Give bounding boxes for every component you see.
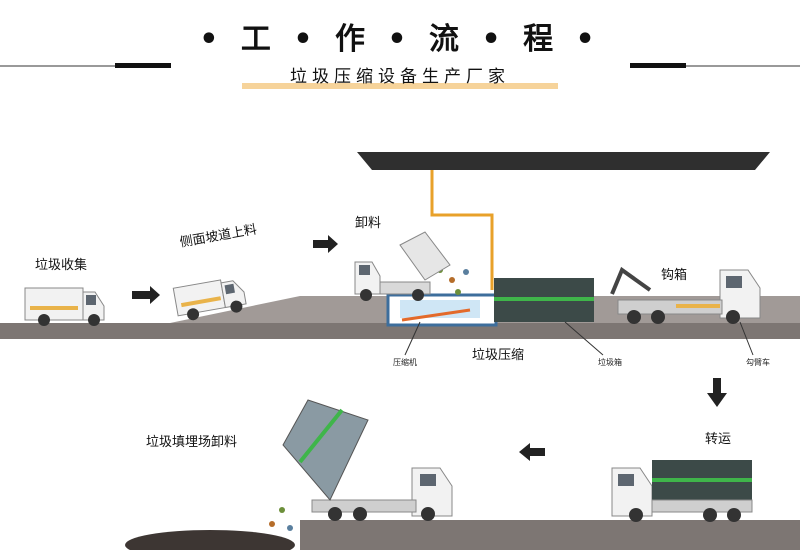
- compressor-ram: [401, 308, 471, 322]
- collection-truck-window: [86, 295, 96, 305]
- unloading-truck-wheel: [360, 289, 372, 301]
- landfill-truck-wheel: [421, 507, 435, 521]
- landfill-truck: [282, 399, 453, 521]
- garbage-particle: [279, 507, 285, 513]
- unloading-truck-tipped-box: [399, 231, 451, 281]
- landfill-truck-wheel: [353, 507, 367, 521]
- step-label-landfill: 垃圾填埋场卸料: [146, 435, 238, 450]
- lower-ground: [300, 520, 800, 550]
- page-title: • 工 • 作 • 流 • 程 •: [199, 22, 601, 57]
- hook-arm: [610, 266, 652, 295]
- garbage-particle: [463, 269, 469, 275]
- transport-truck-window: [618, 474, 634, 486]
- hook-truck-wheel: [726, 310, 740, 324]
- landfill-truck-bin-stripe: [298, 408, 344, 464]
- lift-pipe: [430, 170, 494, 290]
- ramp-truck-window: [224, 283, 235, 295]
- arrow-left-icon: [519, 443, 545, 461]
- transport-truck-wheel: [703, 508, 717, 522]
- transport-truck: [611, 460, 753, 522]
- arrow-right-icon: [313, 235, 338, 253]
- compactor-bin-stripe: [494, 297, 594, 301]
- ramp-truck: [172, 279, 247, 321]
- landfill-truck-window: [420, 474, 436, 486]
- garbage-particle: [455, 289, 461, 295]
- garbage-particle: [449, 277, 455, 283]
- left-divider-accent: [115, 63, 171, 68]
- leader-compressor: [404, 321, 421, 356]
- ramp-truck-stripe: [180, 296, 222, 308]
- hook-arm-truck: [610, 266, 761, 324]
- step-label-collect: 垃圾收集: [35, 258, 88, 273]
- part-label-hook-truck: 勾臂车: [746, 358, 770, 367]
- transport-truck-wheel: [727, 508, 741, 522]
- hook-truck-stripe: [676, 304, 720, 308]
- landfill-truck-wheel: [328, 507, 342, 521]
- hook-truck-chassis: [617, 299, 723, 315]
- station-roof: [357, 152, 770, 170]
- subtitle: 垃圾压缩设备生产厂家: [290, 67, 510, 87]
- compressor-hopper: [400, 300, 480, 318]
- collection-truck: [24, 287, 105, 326]
- arrow-right-icon: [132, 286, 160, 304]
- transport-truck-bin-stripe: [652, 478, 752, 482]
- garbage-particle: [287, 525, 293, 531]
- collection-truck-stripe: [30, 306, 78, 310]
- landfill-mound: [125, 530, 295, 550]
- unloading-truck: [354, 231, 451, 301]
- upper-ground-strip: [0, 323, 800, 339]
- unloading-truck-window: [359, 265, 370, 275]
- garbage-particle: [269, 521, 275, 527]
- right-divider-accent: [630, 63, 686, 68]
- hook-truck-wheel: [627, 310, 641, 324]
- transport-truck-wheel: [629, 508, 643, 522]
- part-label-compressor: 压缩机: [393, 358, 417, 367]
- leader-hook-truck: [739, 321, 754, 356]
- subtitle-highlight: [242, 83, 558, 89]
- collection-truck-box: [24, 287, 84, 321]
- step-label-unload: 卸料: [355, 216, 382, 231]
- leader-bin: [564, 321, 604, 356]
- hook-truck-wheel: [651, 310, 665, 324]
- unloading-truck-wheel: [412, 289, 424, 301]
- hook-truck-window: [726, 276, 742, 288]
- arrow-down-icon: [707, 378, 727, 407]
- step-label-hook: 钩箱: [661, 268, 688, 283]
- transport-truck-chassis: [651, 499, 753, 513]
- collection-truck-wheel: [38, 314, 50, 326]
- ramp-truck-wheel: [230, 300, 243, 313]
- step-label-transport: 转运: [705, 432, 732, 447]
- collection-truck-wheel: [88, 314, 100, 326]
- part-label-bin: 垃圾箱: [598, 358, 622, 367]
- ramp-truck-wheel: [187, 308, 200, 321]
- step-label-compress: 垃圾压缩: [472, 348, 525, 363]
- landfill-truck-tipped-bin: [282, 399, 369, 501]
